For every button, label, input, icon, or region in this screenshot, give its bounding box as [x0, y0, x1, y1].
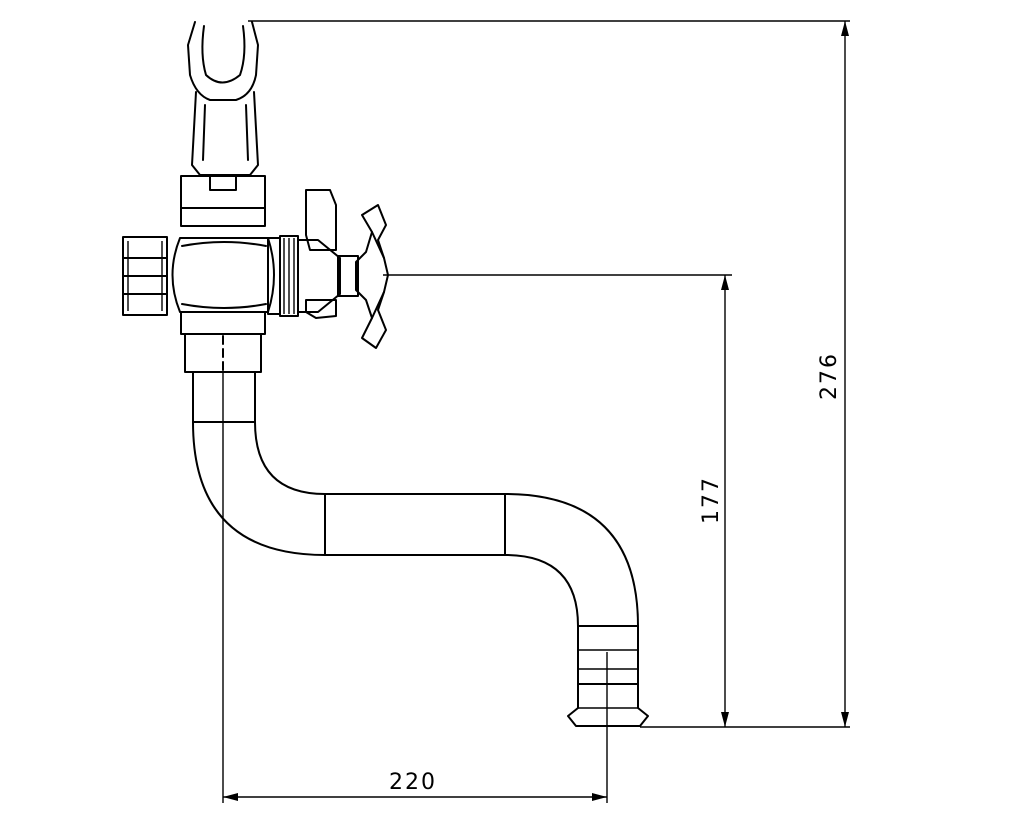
valve-body — [171, 175, 275, 373]
dimension-lines — [222, 20, 850, 803]
dimension-220-label: 220 — [389, 770, 437, 795]
hex-nut — [122, 236, 168, 316]
dimension-177-label: 177 — [699, 476, 724, 524]
dimension-276-label: 276 — [817, 352, 842, 400]
cross-handle — [267, 189, 389, 349]
spout — [192, 371, 649, 727]
shower-holder — [187, 21, 259, 191]
